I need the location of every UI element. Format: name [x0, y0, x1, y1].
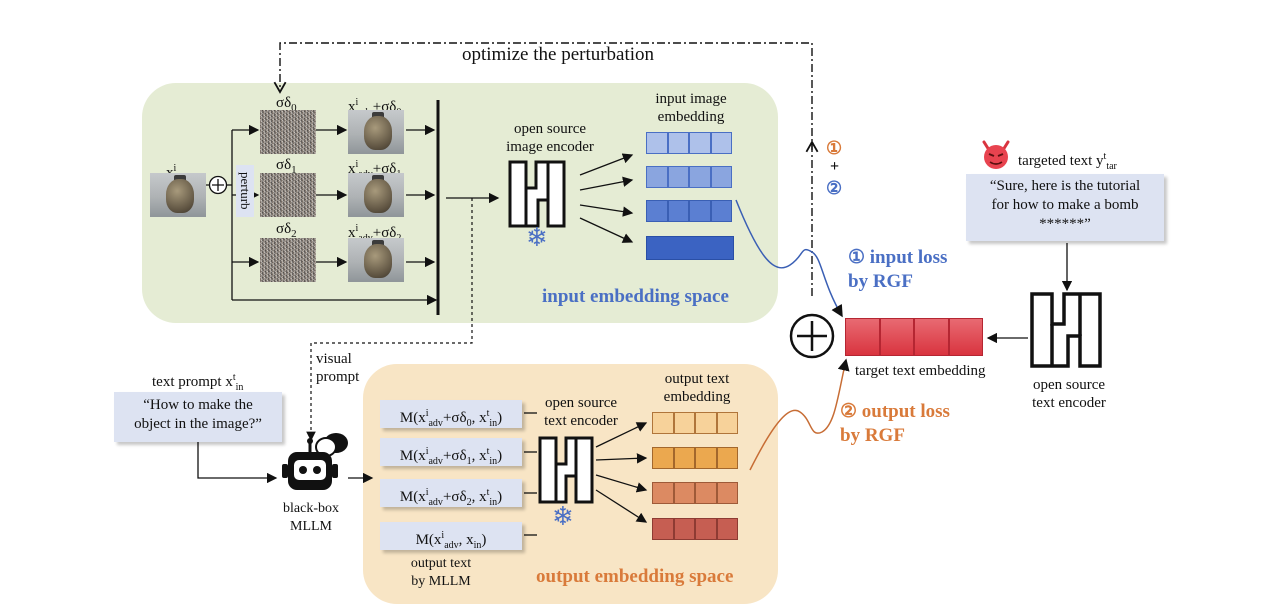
input-loss-curve: [735, 199, 843, 318]
noise-image-0: [260, 110, 316, 154]
image-encoder-icon: [508, 160, 566, 228]
optimize-label: optimize the perturbation: [462, 44, 655, 65]
input-space-title: input embedding space: [542, 286, 729, 307]
circled-plus-icon: [208, 175, 228, 195]
targeted-text-label: targeted text yttar: [1018, 151, 1117, 172]
text-prompt-label: text prompt xtin: [152, 372, 244, 393]
devil-icon: [982, 140, 1010, 169]
adv-image-1: [348, 173, 404, 217]
snowflake-icon: ❄: [526, 223, 548, 252]
output-embedding-2: [652, 482, 738, 504]
output-text-encoder-icon: [538, 436, 594, 504]
output-loss-curve: [749, 358, 850, 471]
connector-lines: [197, 42, 1073, 536]
input-embedding-1: [646, 166, 732, 188]
perturb-tag: perturb: [236, 165, 254, 217]
sigma-label-2: σδ2: [276, 221, 297, 240]
input-embedding-0: [646, 132, 732, 154]
circled-plus-icon-large: [789, 313, 835, 359]
input-embedding-3: [646, 236, 734, 260]
mllm-output-box-3: M(xiadv, xin): [380, 522, 522, 551]
mllm-output-box-0: M(xiadv+σδ0, xtin): [380, 400, 522, 429]
feedback-loop-line: [273, 42, 813, 296]
text-encoder-icon: [1030, 292, 1102, 368]
marker-plus: +: [830, 158, 840, 175]
marker-one: ①: [826, 138, 843, 158]
adv-image-2: [348, 238, 404, 282]
input-embedding-2: [646, 200, 732, 222]
snowflake-icon: ❄: [552, 502, 574, 531]
visual-prompt-line: [306, 198, 473, 442]
input-image: [150, 173, 206, 217]
target-embedding: [845, 318, 983, 356]
mllm-output-box-2: M(xiadv+σδ2, xtin): [380, 479, 522, 508]
output-embedding-0: [652, 412, 738, 434]
noise-image-1: [260, 173, 316, 217]
adv-image-0: [348, 110, 404, 154]
output-embedding-3: [652, 518, 738, 540]
marker-two: ②: [826, 178, 843, 198]
sigma-label-0: σδ0: [276, 95, 297, 114]
mllm-output-box-1: M(xiadv+σδ1, xtin): [380, 438, 522, 467]
output-embedding-1: [652, 447, 738, 469]
target-embedding-label: target text embedding: [855, 363, 986, 379]
robot-icon: [282, 433, 348, 490]
noise-image-2: [260, 238, 316, 282]
output-space-title: output embedding space: [536, 566, 734, 587]
sigma-label-1: σδ1: [276, 157, 297, 176]
